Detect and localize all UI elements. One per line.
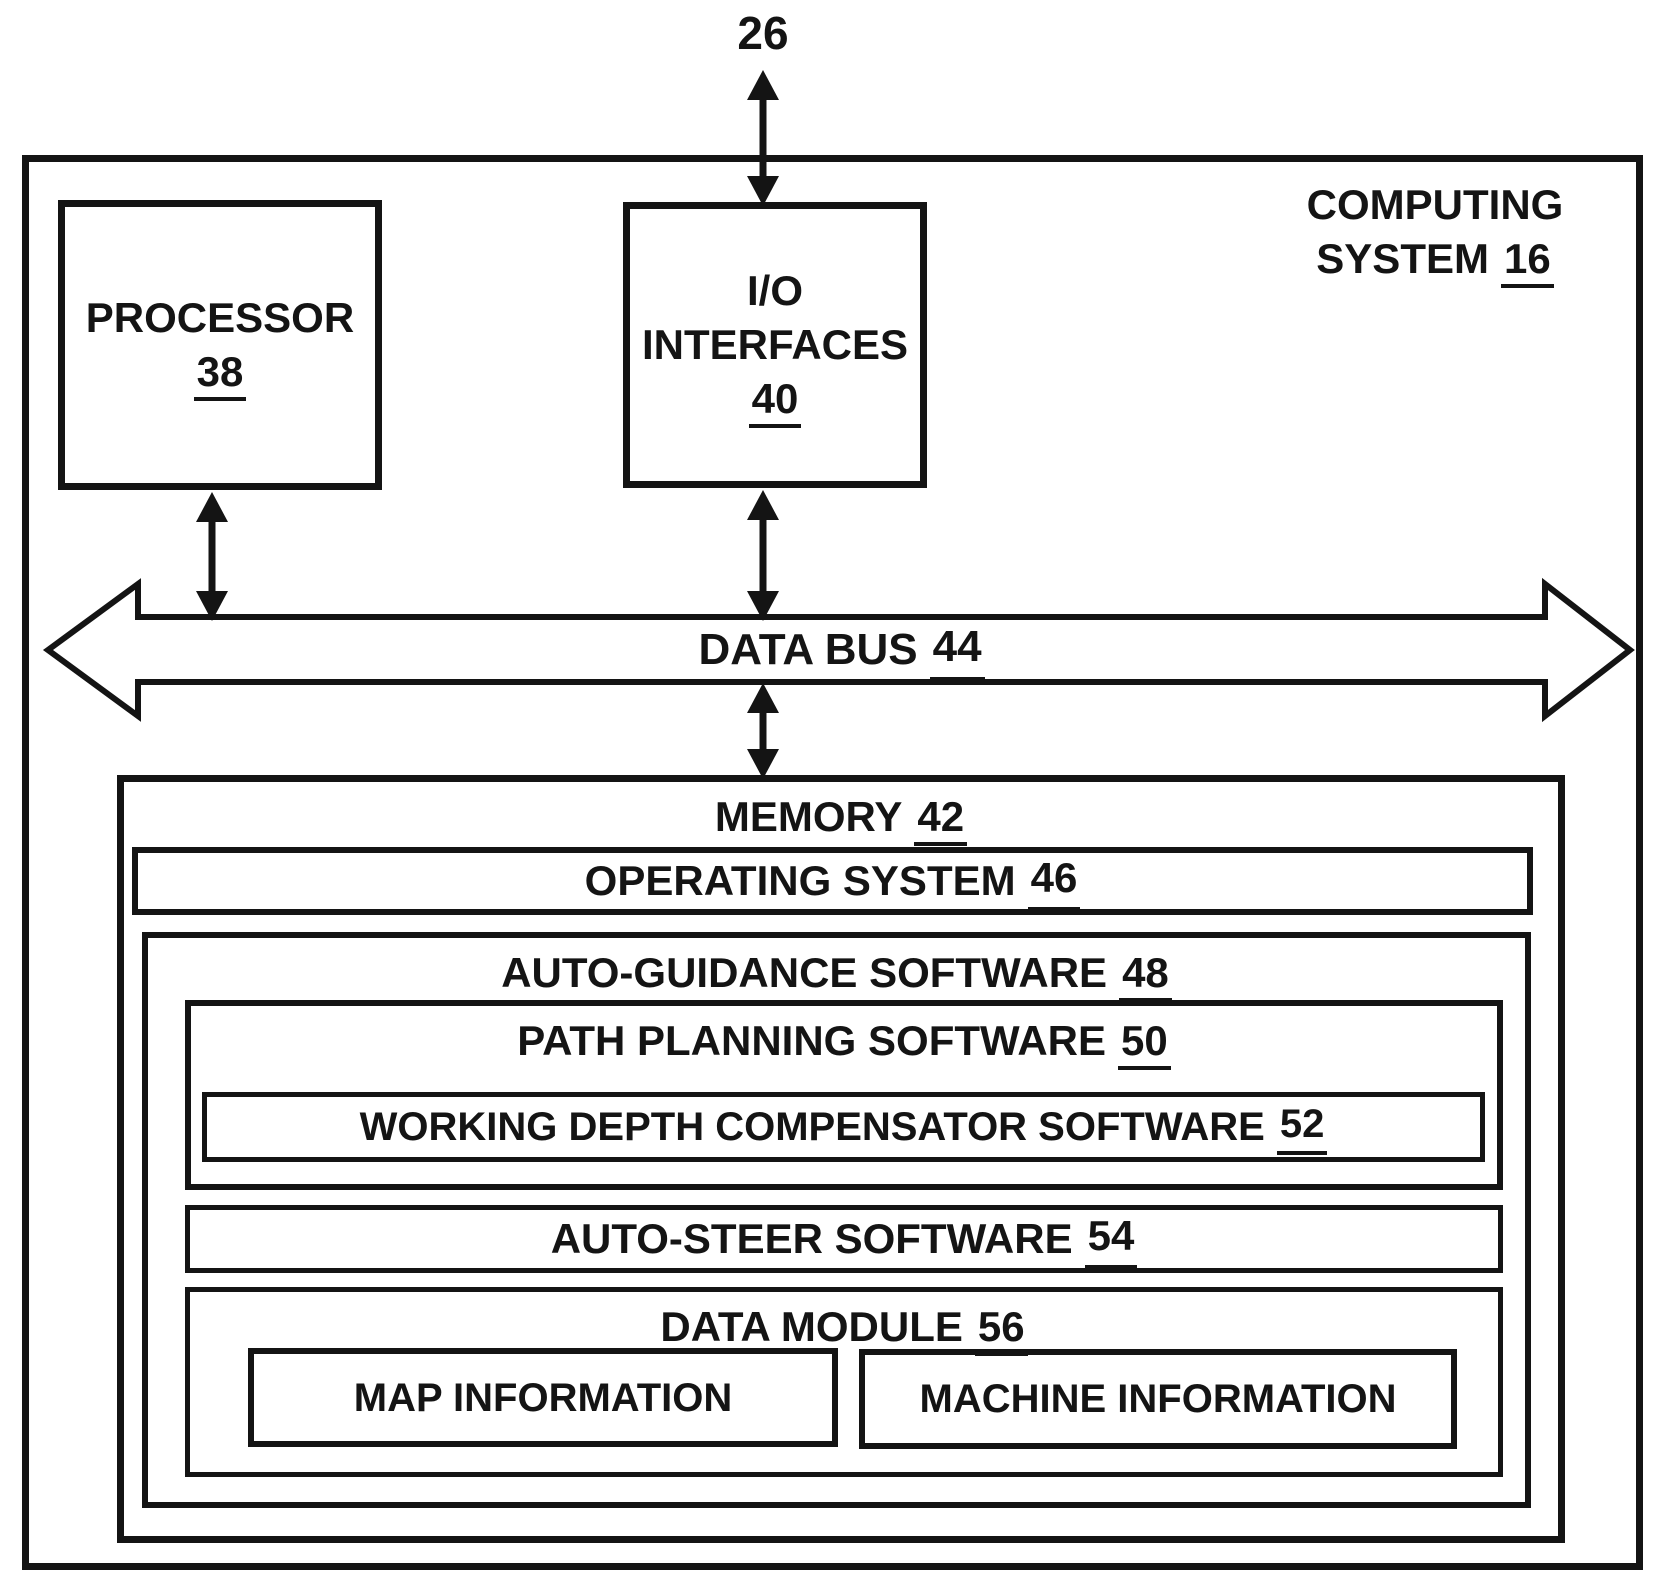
io-interfaces-box: I/O INTERFACES 40: [623, 202, 927, 488]
io-interfaces-line1: I/O: [746, 267, 803, 314]
io-interfaces-line2: INTERFACES: [641, 321, 909, 368]
io-interfaces-num: 40: [748, 372, 802, 428]
computing-system-line1: COMPUTING: [1306, 181, 1564, 228]
processor-box: PROCESSOR 38: [58, 200, 382, 490]
external-ref-label: 26: [737, 7, 789, 59]
machine-information-box: MACHINE INFORMATION: [859, 1349, 1457, 1449]
processor-label: PROCESSOR: [85, 294, 355, 341]
processor-num: 38: [193, 345, 247, 401]
computing-system-box: [22, 155, 1643, 1570]
map-information-box: MAP INFORMATION: [248, 1348, 838, 1447]
